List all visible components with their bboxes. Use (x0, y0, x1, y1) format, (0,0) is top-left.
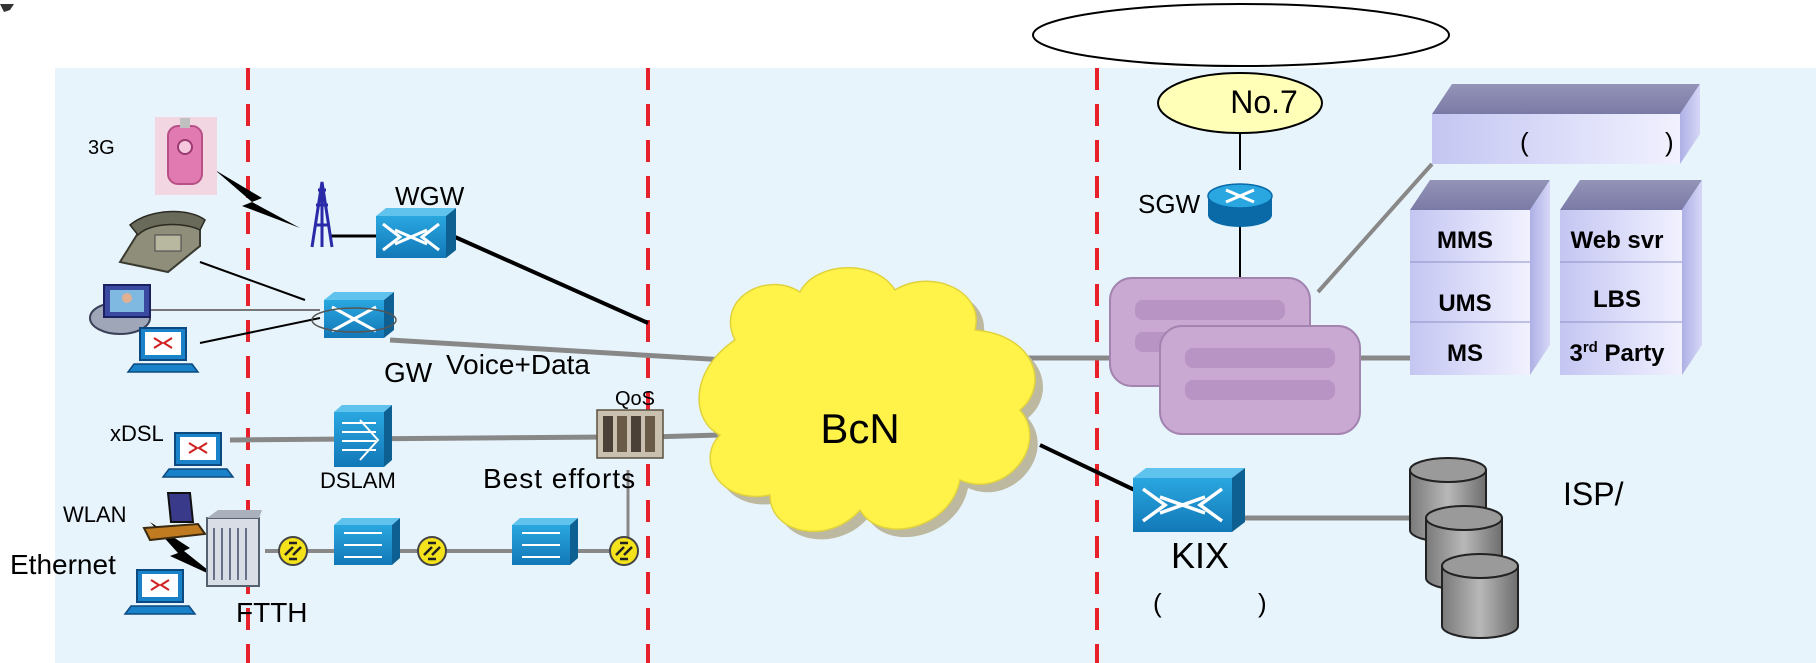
database-icon (1441, 553, 1519, 639)
kix-label: KIX (1171, 535, 1229, 576)
gw-label: GW (384, 357, 433, 388)
pc-icon (161, 432, 235, 478)
server-stack-right (1560, 180, 1702, 375)
lightning-icon (215, 170, 300, 228)
server-ms: MS (1447, 340, 1483, 367)
dslam-label: DSLAM (320, 468, 396, 493)
kix-paren-open: ( (1153, 588, 1162, 618)
phone-icon (118, 210, 206, 274)
wlan-label: WLAN (63, 502, 127, 527)
repeater-icon (609, 536, 639, 566)
platform-paren-open: ( (1520, 127, 1529, 157)
bcn-cloud (698, 267, 1043, 540)
no7-label: No.7 (1230, 84, 1298, 120)
sgw-label: SGW (1138, 189, 1201, 219)
wgw-label: WGW (395, 181, 465, 211)
platform-box (1432, 84, 1700, 164)
xdsl-label: xDSL (110, 421, 164, 446)
ethernet-label: Ethernet (10, 549, 116, 580)
3g-label: 3G (88, 137, 115, 159)
corner-mark (0, 4, 14, 12)
dslam-icon (334, 405, 392, 467)
router-icon (1207, 183, 1273, 227)
bcn-label: BcN (820, 405, 899, 452)
platform-paren-close: ) (1665, 127, 1674, 157)
switch-icon (334, 518, 400, 565)
pc-icon (126, 327, 200, 373)
server-mms: MMS (1437, 227, 1493, 254)
videophone-icon (89, 284, 151, 335)
top-ellipse (1032, 3, 1450, 67)
laptop-icon (142, 492, 207, 542)
antenna-tower-icon (310, 181, 334, 248)
best-efforts-label: Best efforts (483, 463, 636, 494)
building-icon (206, 510, 262, 587)
voice-data-label: Voice+Data (446, 349, 590, 380)
server-stack-left (1410, 180, 1550, 375)
zone-dividers (246, 68, 1099, 663)
switch-icon (1133, 468, 1245, 532)
switch-icon (376, 208, 456, 258)
no7-ellipse (1157, 72, 1323, 134)
qos-equipment-icon (596, 409, 664, 459)
switch-icon (512, 518, 578, 565)
ftth-label: FTTH (236, 597, 308, 628)
isp-label: ISP/ (1563, 476, 1624, 512)
pc-icon (123, 569, 197, 615)
core-router-icon (1109, 277, 1361, 435)
qos-label: QoS (615, 388, 655, 410)
server-ums: UMS (1438, 290, 1491, 317)
repeater-icon (417, 536, 447, 566)
mobile-phone-icon (155, 117, 217, 195)
kix-paren-close: ) (1258, 588, 1267, 618)
server-lbs: LBS (1593, 286, 1641, 313)
server-web: Web svr (1571, 227, 1664, 254)
repeater-icon (278, 536, 308, 566)
server-3rd-party: 3rd Party (1569, 339, 1665, 367)
switch-icon (311, 292, 397, 338)
